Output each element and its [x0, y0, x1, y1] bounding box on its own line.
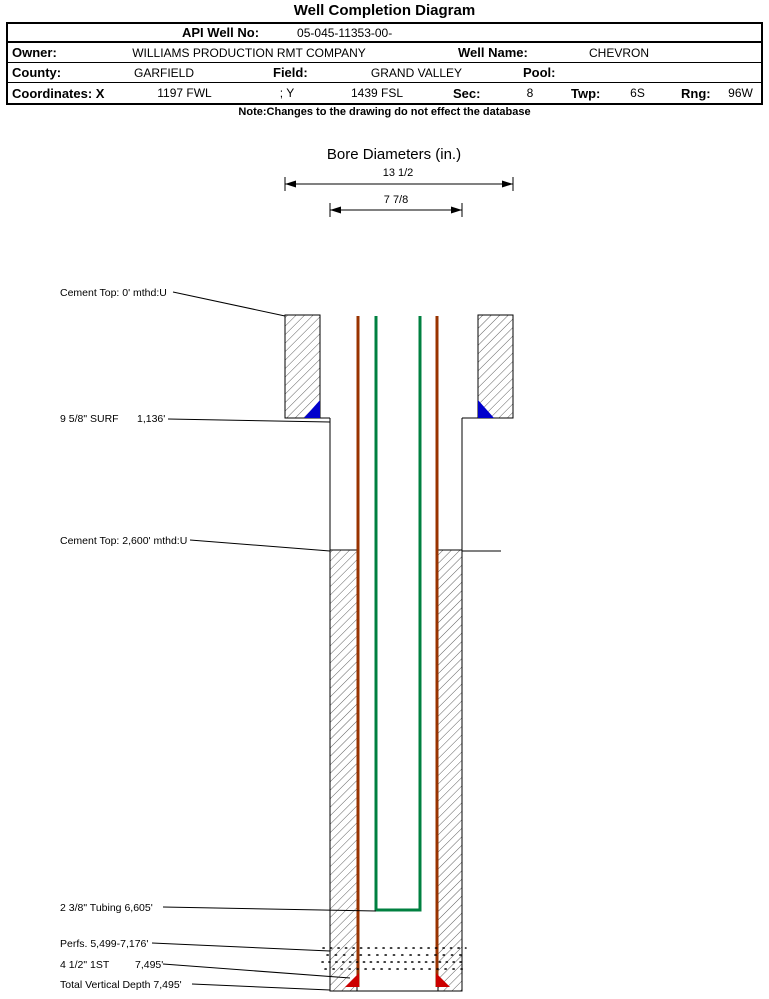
owner-label: Owner:	[12, 45, 57, 60]
leader-cement-top-production	[189, 539, 331, 552]
county-row: County: GARFIELD Field: GRAND VALLEY Poo…	[8, 63, 761, 83]
page-title: Well Completion Diagram	[293, 2, 476, 19]
twp-value: 6S	[630, 86, 645, 100]
dimension-inner: 7 7/8	[329, 194, 463, 217]
coordinate-y-label: ; Y	[279, 86, 295, 100]
coordinates-row: Coordinates: X 1197 FWL ; Y 1439 FSL Sec…	[8, 83, 761, 103]
production-cement-left	[329, 549, 358, 992]
well-info-table: API Well No: 05-045-11353-00- Owner: WIL…	[6, 22, 763, 105]
label-perfs: Perfs. 5,499-7,176'	[60, 938, 148, 950]
api-row: API Well No: 05-045-11353-00-	[8, 24, 761, 43]
label-production-casing: 4 1/2" 1ST	[60, 959, 110, 971]
leader-tubing	[162, 906, 377, 912]
leader-surface-casing	[167, 418, 331, 423]
surface-cement-right	[477, 314, 514, 419]
bore-diameters-title: Bore Diameters (in.)	[327, 146, 461, 163]
production-shoe-left	[345, 973, 359, 987]
coordinate-x-value: 1197 FWL	[157, 86, 212, 100]
api-label: API Well No:	[182, 25, 260, 40]
tubing	[374, 316, 422, 912]
leader-cement-top-surface	[172, 291, 286, 317]
arrowhead-left-icon	[330, 206, 341, 214]
county-label: County:	[12, 65, 62, 80]
surface-shoe-right	[478, 400, 494, 418]
rng-label: Rng:	[681, 85, 711, 101]
sec-value: 8	[526, 86, 534, 100]
well-name-label: Well Name:	[458, 45, 528, 60]
owner-row: Owner: WILLIAMS PRODUCTION RMT COMPANY W…	[8, 43, 761, 63]
perforations	[321, 947, 467, 970]
pool-label: Pool:	[523, 65, 556, 80]
owner-value: WILLIAMS PRODUCTION RMT COMPANY	[132, 45, 366, 60]
coordinate-y-value: 1439 FSL	[350, 86, 404, 100]
dimension-inner-label: 7 7/8	[384, 194, 408, 206]
arrowhead-right-icon	[502, 180, 513, 188]
dimension-outer-label: 13 1/2	[383, 167, 414, 179]
rng-value: 96W	[728, 86, 753, 100]
label-total-depth: Total Vertical Depth 7,495'	[60, 979, 182, 991]
label-surface-casing-depth: 1,136'	[137, 413, 165, 425]
label-cement-top-production: Cement Top: 2,600' mthd:U	[60, 535, 187, 547]
dimension-outer: 13 1/2	[284, 167, 514, 191]
production-shoe-right	[436, 973, 450, 987]
label-cement-top-surface: Cement Top: 0' mthd:U	[60, 287, 167, 299]
leader-perfs	[151, 942, 331, 952]
sec-label: Sec:	[453, 85, 481, 101]
label-surface-casing: 9 5/8" SURF	[60, 413, 119, 425]
field-label: Field:	[273, 65, 308, 80]
county-value: GARFIELD	[133, 65, 194, 80]
production-cement-right	[437, 549, 463, 992]
surface-shoe-left	[304, 400, 320, 418]
leader-total-depth	[191, 983, 331, 991]
well-name-value: CHEVRON	[588, 45, 649, 60]
surface-cement-left	[284, 314, 321, 419]
arrowhead-right-icon	[451, 206, 462, 214]
field-value: GRAND VALLEY	[370, 65, 463, 80]
leader-production-casing	[162, 963, 351, 979]
twp-label: Twp:	[571, 85, 601, 101]
label-tubing: 2 3/8" Tubing 6,605'	[60, 902, 153, 914]
api-value: 05-045-11353-00-	[297, 25, 393, 40]
note-text: Note:Changes to the drawing do not effec…	[238, 106, 531, 118]
label-production-casing-depth: 7,495'	[135, 959, 163, 971]
coordinates-label: Coordinates: X	[12, 85, 105, 101]
arrowhead-left-icon	[285, 180, 296, 188]
